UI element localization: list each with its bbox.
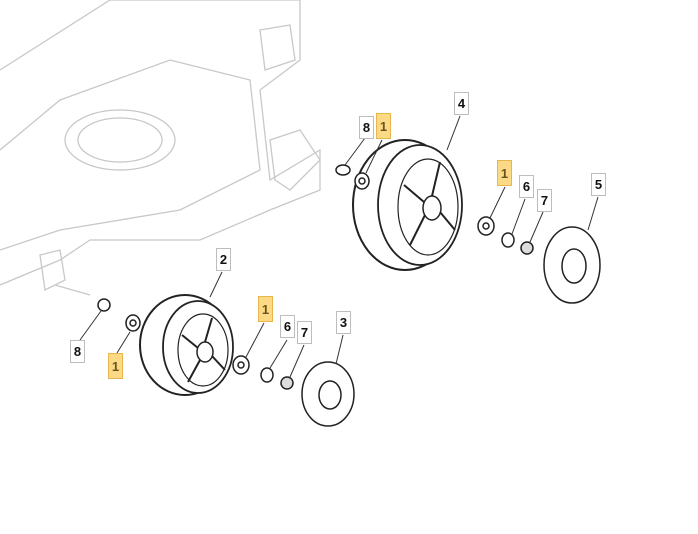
wheel-2 — [139, 294, 234, 396]
hubcap-5 — [543, 226, 601, 304]
small-parts — [97, 164, 534, 390]
wheel-4 — [352, 139, 463, 271]
callout-7[interactable]: 7 — [297, 321, 312, 344]
leader-lines — [79, 115, 599, 378]
callout-4[interactable]: 4 — [454, 92, 469, 115]
callout-1-highlighted[interactable]: 1 — [376, 113, 391, 139]
callout-8[interactable]: 8 — [359, 116, 374, 139]
callout-1-highlighted[interactable]: 1 — [258, 296, 273, 322]
callout-7[interactable]: 7 — [537, 189, 552, 212]
callout-6[interactable]: 6 — [519, 175, 534, 198]
callout-1-highlighted[interactable]: 1 — [497, 160, 512, 186]
mower-deck — [0, 0, 321, 296]
callout-2[interactable]: 2 — [216, 248, 231, 271]
callout-3[interactable]: 3 — [336, 311, 351, 334]
callout-8[interactable]: 8 — [70, 340, 85, 363]
hubcap-3 — [301, 361, 355, 427]
callout-6[interactable]: 6 — [280, 315, 295, 338]
callout-1-highlighted[interactable]: 1 — [108, 353, 123, 379]
callout-5[interactable]: 5 — [591, 173, 606, 196]
